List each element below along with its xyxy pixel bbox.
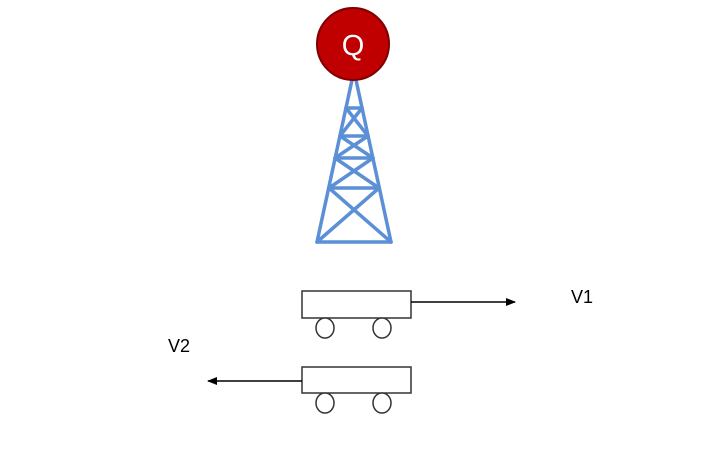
tower-brace [327,186,393,244]
charge-q: Q [316,7,390,81]
tower-brace [333,134,370,160]
tower-brace [327,156,375,190]
cart-top-wheel-left [315,317,335,339]
cart-top: V1 [301,287,593,339]
transmission-tower [315,78,393,244]
velocity-v2-label: V2 [168,336,190,356]
tower-brace [338,106,364,138]
charge-label: Q [342,30,365,62]
cart-top-body [301,290,412,319]
velocity-v1-label: V1 [571,287,593,307]
tower-brace [315,186,381,244]
cart-bottom: V2 [168,336,412,414]
cart-bottom-wheel-left [315,392,335,414]
cart-top-wheel-right [372,317,392,339]
tower-brace [344,106,370,138]
tower-brace [333,156,381,190]
cart-bottom-wheel-right [372,392,392,414]
charge-circle [316,7,390,81]
cart-bottom-body [301,366,412,394]
tower-brace [338,134,375,160]
